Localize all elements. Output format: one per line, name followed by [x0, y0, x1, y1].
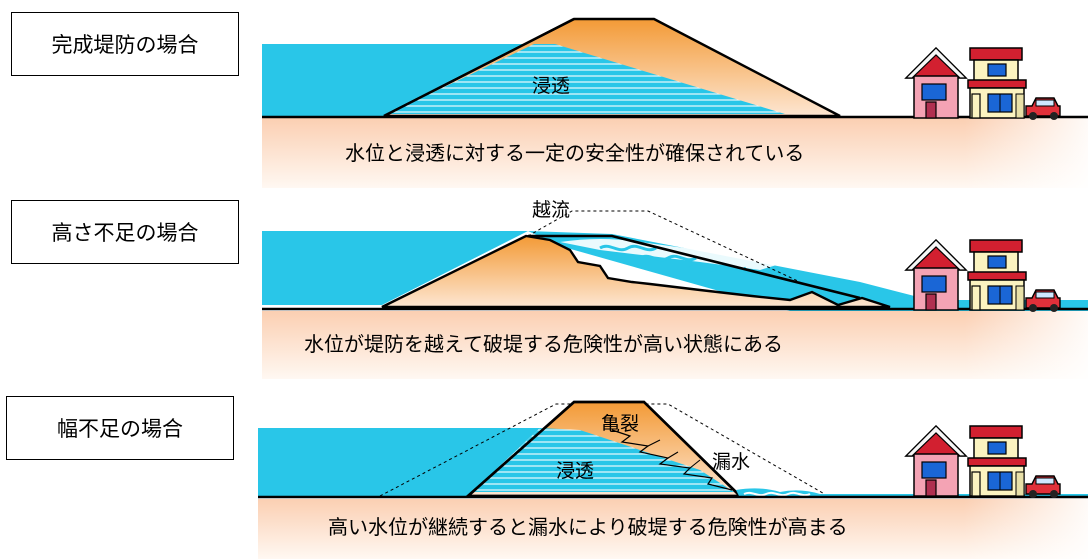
crack-label: 亀裂: [601, 413, 639, 435]
town-houses: [905, 239, 1061, 313]
caption-complete: 水位と浸透に対する一定の安全性が確保されている: [345, 141, 804, 165]
town-houses: [905, 47, 1061, 121]
label-complete-embankment: 完成堤防の場合: [11, 12, 239, 76]
label-insufficient-width: 幅不足の場合: [6, 396, 234, 460]
panel-insufficient-width: [258, 400, 1088, 559]
label-text: 高さ不足の場合: [51, 221, 199, 245]
eroded-embankment: [381, 234, 891, 309]
seepage-label: 浸透: [532, 75, 570, 97]
seepage-zone: [474, 428, 734, 492]
caption-insufficient-height: 水位が堤防を越えて破堤する危険性が高い状態にある: [304, 332, 783, 356]
crack-lines: [611, 429, 733, 491]
panel-insufficient-height: [262, 210, 1088, 379]
label-insufficient-height: 高さ不足の場合: [11, 200, 239, 264]
river-water: [262, 231, 528, 305]
panel-complete: [262, 17, 1088, 188]
caption-insufficient-width: 高い水位が継続すると漏水により破堤する危険性が高まる: [328, 515, 848, 539]
label-text: 幅不足の場合: [57, 417, 183, 441]
town-houses: [905, 425, 1061, 499]
river-water: [258, 428, 540, 496]
overflow-label: 越流: [532, 199, 570, 221]
seepage-label: 浸透: [556, 460, 594, 482]
seepage-zone: [388, 44, 785, 114]
leakage-label: 漏水: [712, 451, 750, 473]
river-water: [262, 44, 534, 116]
design-crest-dashed: [527, 210, 801, 283]
label-text: 完成堤防の場合: [51, 33, 199, 57]
